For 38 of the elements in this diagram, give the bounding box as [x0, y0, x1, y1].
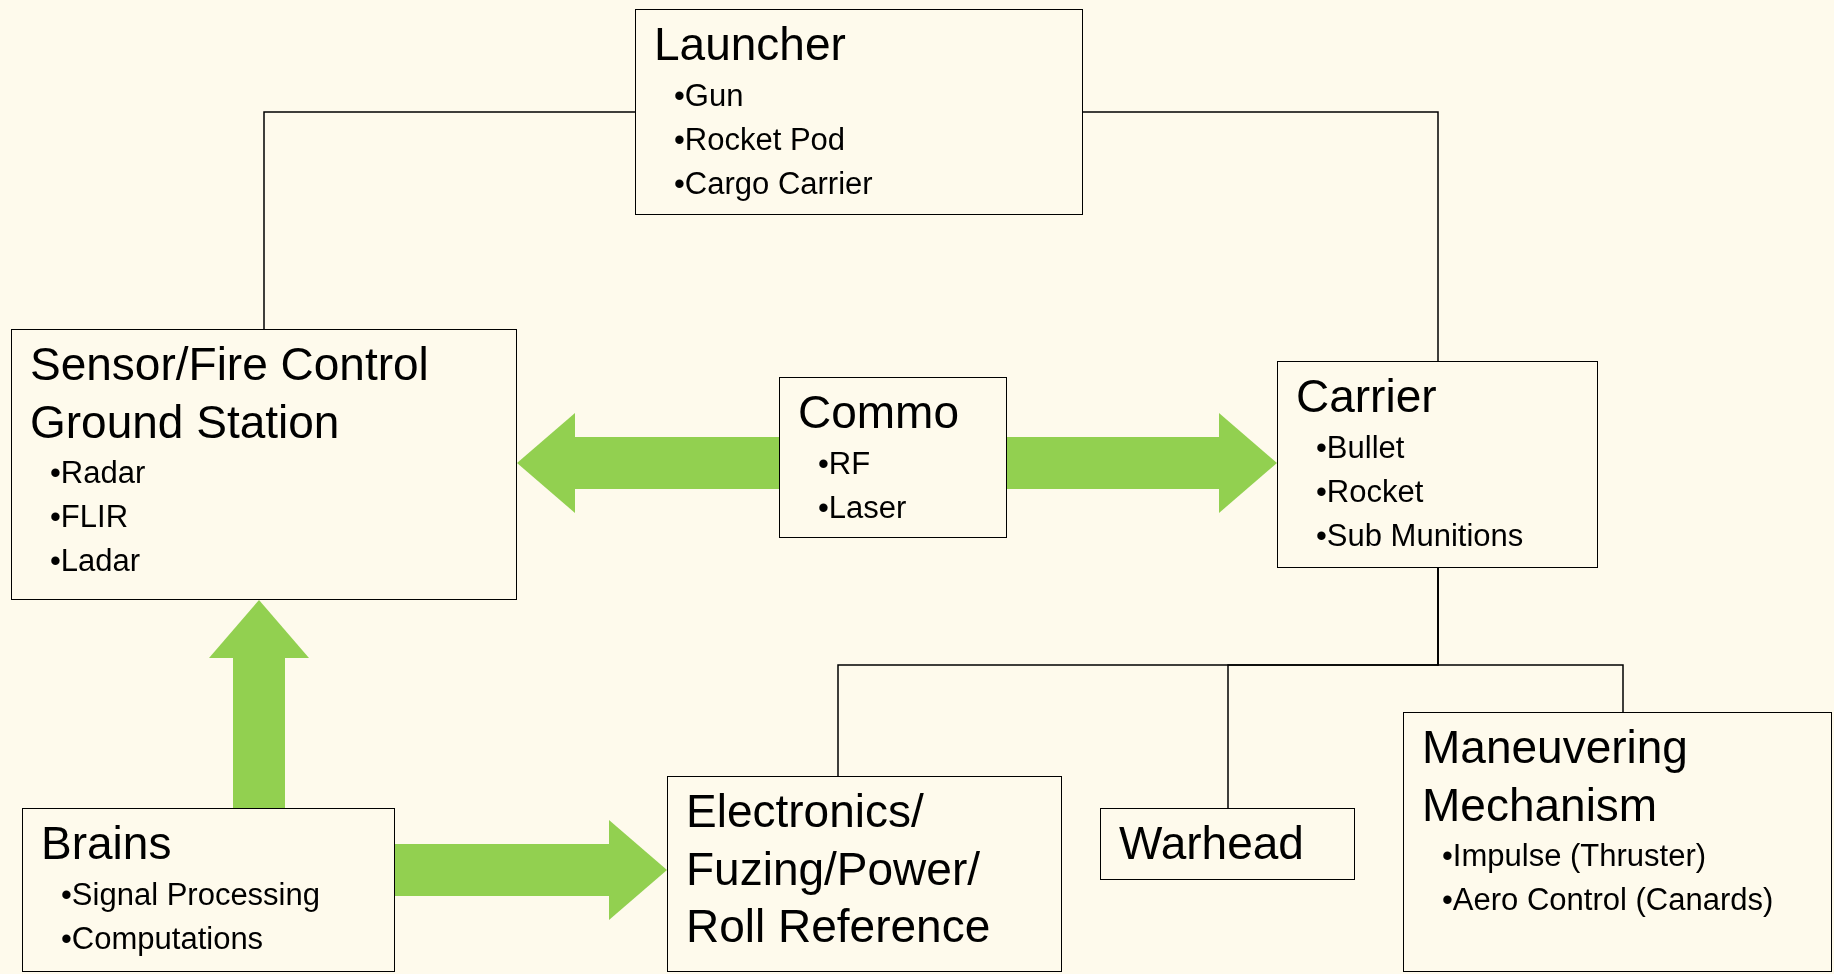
- bullet-item: •Ladar: [49, 542, 142, 580]
- block-arrow: [517, 413, 779, 513]
- bullet-item: •Sub Munitions: [1315, 516, 1525, 555]
- node-heading: Electronics/ Fuzing/Power/ Roll Reference: [686, 784, 992, 954]
- component-box: [22, 808, 395, 972]
- component-box: [1277, 361, 1598, 568]
- node-heading: Maneuvering Mechanism: [1422, 720, 1689, 833]
- component-box: [667, 776, 1062, 972]
- component-box: [779, 377, 1007, 538]
- bullet-item: •Radar: [49, 454, 147, 492]
- node-heading: Launcher: [654, 17, 847, 72]
- component-box: [635, 9, 1083, 215]
- block-arrow: [209, 600, 309, 808]
- connector-line: [263, 111, 636, 330]
- connector-line: [1437, 567, 1624, 713]
- node-heading: Carrier: [1296, 369, 1438, 424]
- bullet-item: •Gun: [673, 76, 745, 115]
- bullet-item: •Signal Processing: [60, 875, 321, 914]
- component-box: [1403, 712, 1832, 972]
- bullet-item: •Laser: [817, 488, 908, 527]
- node-heading: Brains: [41, 816, 173, 871]
- component-box: [1100, 808, 1355, 880]
- bullet-item: •Aero Control (Canards): [1441, 881, 1775, 919]
- node-heading: Commo: [798, 385, 961, 440]
- bullet-item: •FLIR: [49, 498, 130, 536]
- bullet-item: •Computations: [60, 919, 265, 958]
- node-heading: Warhead: [1119, 816, 1305, 871]
- connector-line: [1082, 111, 1439, 362]
- bullet-item: •Cargo Carrier: [673, 164, 874, 203]
- block-arrow: [395, 820, 667, 920]
- bullet-item: •Rocket: [1315, 472, 1425, 511]
- block-arrow: [1007, 413, 1277, 513]
- bullet-item: •Bullet: [1315, 428, 1406, 467]
- bullet-item: •RF: [817, 444, 872, 483]
- node-heading: Sensor/Fire Control Ground Station: [30, 337, 430, 450]
- bullet-item: •Rocket Pod: [673, 120, 847, 159]
- bullet-item: •Impulse (Thruster): [1441, 837, 1708, 875]
- component-box: [11, 329, 517, 600]
